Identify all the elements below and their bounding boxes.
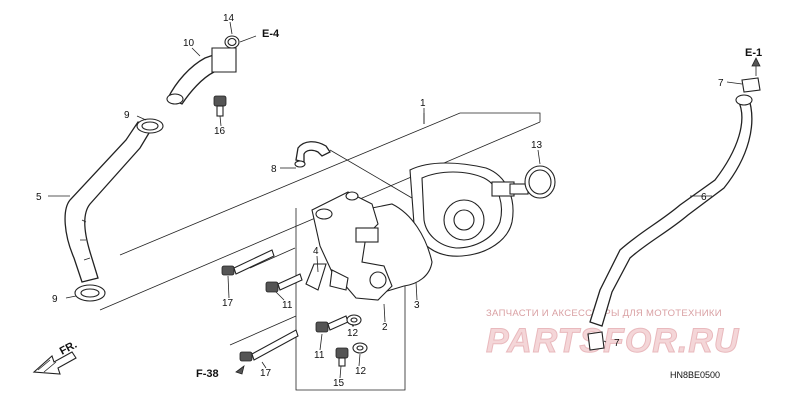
bolt-11-upper [265,273,303,293]
front-direction-arrow-icon [32,351,77,375]
pipe-4 [305,263,327,291]
ref-e4: E-4 [262,28,280,40]
front-direction-label: FR. [58,339,79,358]
callout-13: 13 [531,140,543,151]
bolt-16 [213,95,227,117]
hose-6 [589,94,753,327]
callout-11-lower: 11 [314,350,325,361]
diagram-code: HN8BE0500 [670,370,720,380]
ref-f38: F-38 [196,368,219,380]
callout-2: 2 [382,322,388,333]
callout-5: 5 [36,192,42,203]
bolt-17-lower [239,329,299,362]
callout-12-lower: 12 [355,366,367,377]
hose-8 [294,141,331,168]
pump-impeller [409,162,529,257]
hose-clip-upper [741,77,761,93]
callout-3: 3 [414,300,420,311]
callout-15: 15 [333,378,345,389]
callout-11-upper: 11 [282,300,293,311]
callout-17-upper: 17 [222,298,234,309]
watermark: ЗАПЧАСТИ И АКСЕССУАРЫ ДЛЯ МОТОТЕХНИКИ PA… [486,308,740,361]
callout-4: 4 [313,246,319,257]
watermark-brand: PARTSFOR.RU [486,322,740,360]
ref-arrow-f38-icon [235,365,245,375]
callouts: 1 2 3 4 5 6 7 7 8 9 9 10 11 11 12 12 13 … [36,13,724,389]
callout-16: 16 [214,126,226,137]
hose-clamp-lower-inner [80,288,100,298]
ref-arrow-e4-icon [239,35,257,43]
callout-6: 6 [701,192,707,203]
hose-clamp-upper-inner [141,121,159,131]
hose-clip-lower [587,331,605,351]
ref-e1: E-1 [745,47,762,59]
pump-cover [311,191,393,301]
callout-9-upper: 9 [124,110,130,121]
bolt-11-lower [315,315,349,333]
callout-10: 10 [183,38,195,49]
water-pipe-10 [166,47,237,105]
callout-12-upper: 12 [347,328,359,339]
callout-7-upper: 7 [718,78,724,89]
callout-8: 8 [271,164,277,175]
callout-14: 14 [223,13,235,24]
callout-17-lower: 17 [260,368,272,379]
bolt-15 [335,347,349,367]
callout-leaders [48,21,743,379]
bolt-17-upper [221,249,275,276]
ref-arrow-e1-icon [751,57,761,76]
callout-7-lower: 7 [614,338,620,349]
callout-1: 1 [420,98,426,109]
callout-9-lower: 9 [52,294,58,305]
hose-5 [64,121,153,283]
